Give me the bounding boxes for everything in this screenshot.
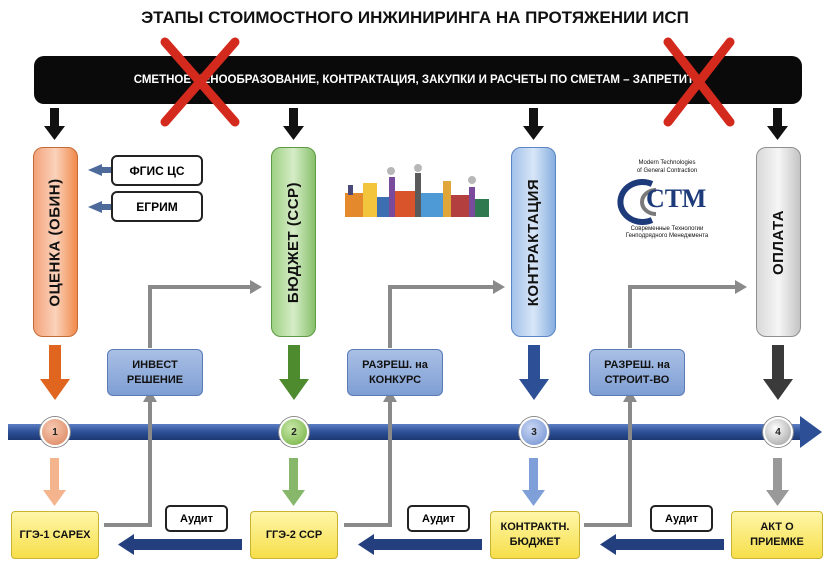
- prohibition-banner: СМЕТНОЕ ЦЕНООБРАЗОВАНИЕ, КОНТРАКТАЦИЯ, З…: [34, 56, 802, 104]
- logo-text-en-1: Modern Technologies: [638, 160, 696, 166]
- audit-flow-arrow-1: [118, 534, 242, 555]
- result-arrow-2: [282, 458, 305, 506]
- stage-label-2: БЮДЖЕТ (ССР): [285, 181, 302, 303]
- result-box-2: ГГЭ-2 ССР: [250, 511, 338, 559]
- stage-marker-4: 4: [763, 417, 793, 447]
- stage-marker-2: 2: [279, 417, 309, 447]
- logo-text-ru-1: Современные Технологии: [630, 225, 704, 232]
- ref-arrow-2: [88, 201, 102, 213]
- logo-mark-text: СТМ: [646, 183, 707, 213]
- page-title: ЭТАПЫ СТОИМОСТНОГО ИНЖИНИРИНГА НА ПРОТЯЖ…: [141, 8, 689, 27]
- red-cross-left: [160, 37, 240, 127]
- stage-arrow-4: [763, 345, 793, 400]
- stage-arrow-2: [279, 345, 309, 400]
- banner-down-arrow-3: [523, 108, 544, 140]
- logo-text-en-2: of General Contraction: [636, 167, 698, 174]
- audit-box-1: Аудит: [165, 505, 228, 532]
- result-arrow-1: [43, 458, 66, 506]
- logo-mark: СТМ: [612, 176, 722, 226]
- ref-box-egrim: ЕГРИМ: [111, 191, 203, 222]
- banner-down-arrow-4: [767, 108, 788, 140]
- feedback-connector-2: [344, 285, 500, 527]
- logo-text-ru-2: Генподрядного Менеджмента: [625, 233, 709, 240]
- result-box-4: АКТ О ПРИЕМКЕ: [731, 511, 823, 559]
- stage-label-1: ОЦЕНКА (ОБИН): [47, 177, 65, 307]
- stage-marker-1: 1: [40, 417, 70, 447]
- factory-illustration: [345, 164, 489, 217]
- stage-label-3: КОНТРАКТАЦИЯ: [525, 178, 542, 306]
- stage-pillar-payment: ОПЛАТА: [756, 147, 801, 337]
- stage-arrow-3: [519, 345, 549, 400]
- audit-flow-arrow-2: [358, 534, 482, 555]
- result-arrow-4: [766, 458, 789, 506]
- stage-marker-3: 3: [519, 417, 549, 447]
- banner-text: СМЕТНОЕ ЦЕНООБРАЗОВАНИЕ, КОНТРАКТАЦИЯ, З…: [133, 74, 703, 86]
- audit-box-2: Аудит: [407, 505, 470, 532]
- ctm-logo: Modern Technologies of General Contracti…: [612, 160, 722, 252]
- permission-invest-decision: ИНВЕСТ РЕШЕНИЕ: [107, 349, 203, 396]
- red-cross-right: [663, 37, 735, 127]
- stage-pillar-budget: БЮДЖЕТ (ССР): [271, 147, 316, 337]
- stage-pillar-evaluation: ОЦЕНКА (ОБИН): [33, 147, 78, 337]
- ref-arrow-1: [88, 164, 102, 176]
- result-box-3: КОНТРАКТН. БЮДЖЕТ: [490, 511, 580, 559]
- audit-box-3: Аудит: [650, 505, 713, 532]
- banner-down-arrow-1: [44, 108, 65, 140]
- timeline-bar: [8, 424, 803, 440]
- stage-arrow-1: [40, 345, 70, 400]
- timeline-arrowhead: [800, 416, 822, 448]
- banner-down-arrow-2: [283, 108, 304, 140]
- stage-pillar-contracting: КОНТРАКТАЦИЯ: [511, 147, 556, 337]
- logo-swoosh-icon: [617, 178, 657, 225]
- feedback-connector-1: [104, 285, 258, 527]
- permission-tender: РАЗРЕШ. на КОНКУРС: [347, 349, 443, 396]
- result-box-1: ГГЭ-1 CAPEX: [11, 511, 99, 559]
- ref-box-fgis: ФГИС ЦС: [111, 155, 203, 186]
- feedback-connector-3: [584, 285, 742, 527]
- result-arrow-3: [522, 458, 545, 506]
- stage-label-4: ОПЛАТА: [770, 209, 788, 275]
- permission-construction: РАЗРЕШ. на СТРОИТ-ВО: [589, 349, 685, 396]
- audit-flow-arrow-3: [600, 534, 724, 555]
